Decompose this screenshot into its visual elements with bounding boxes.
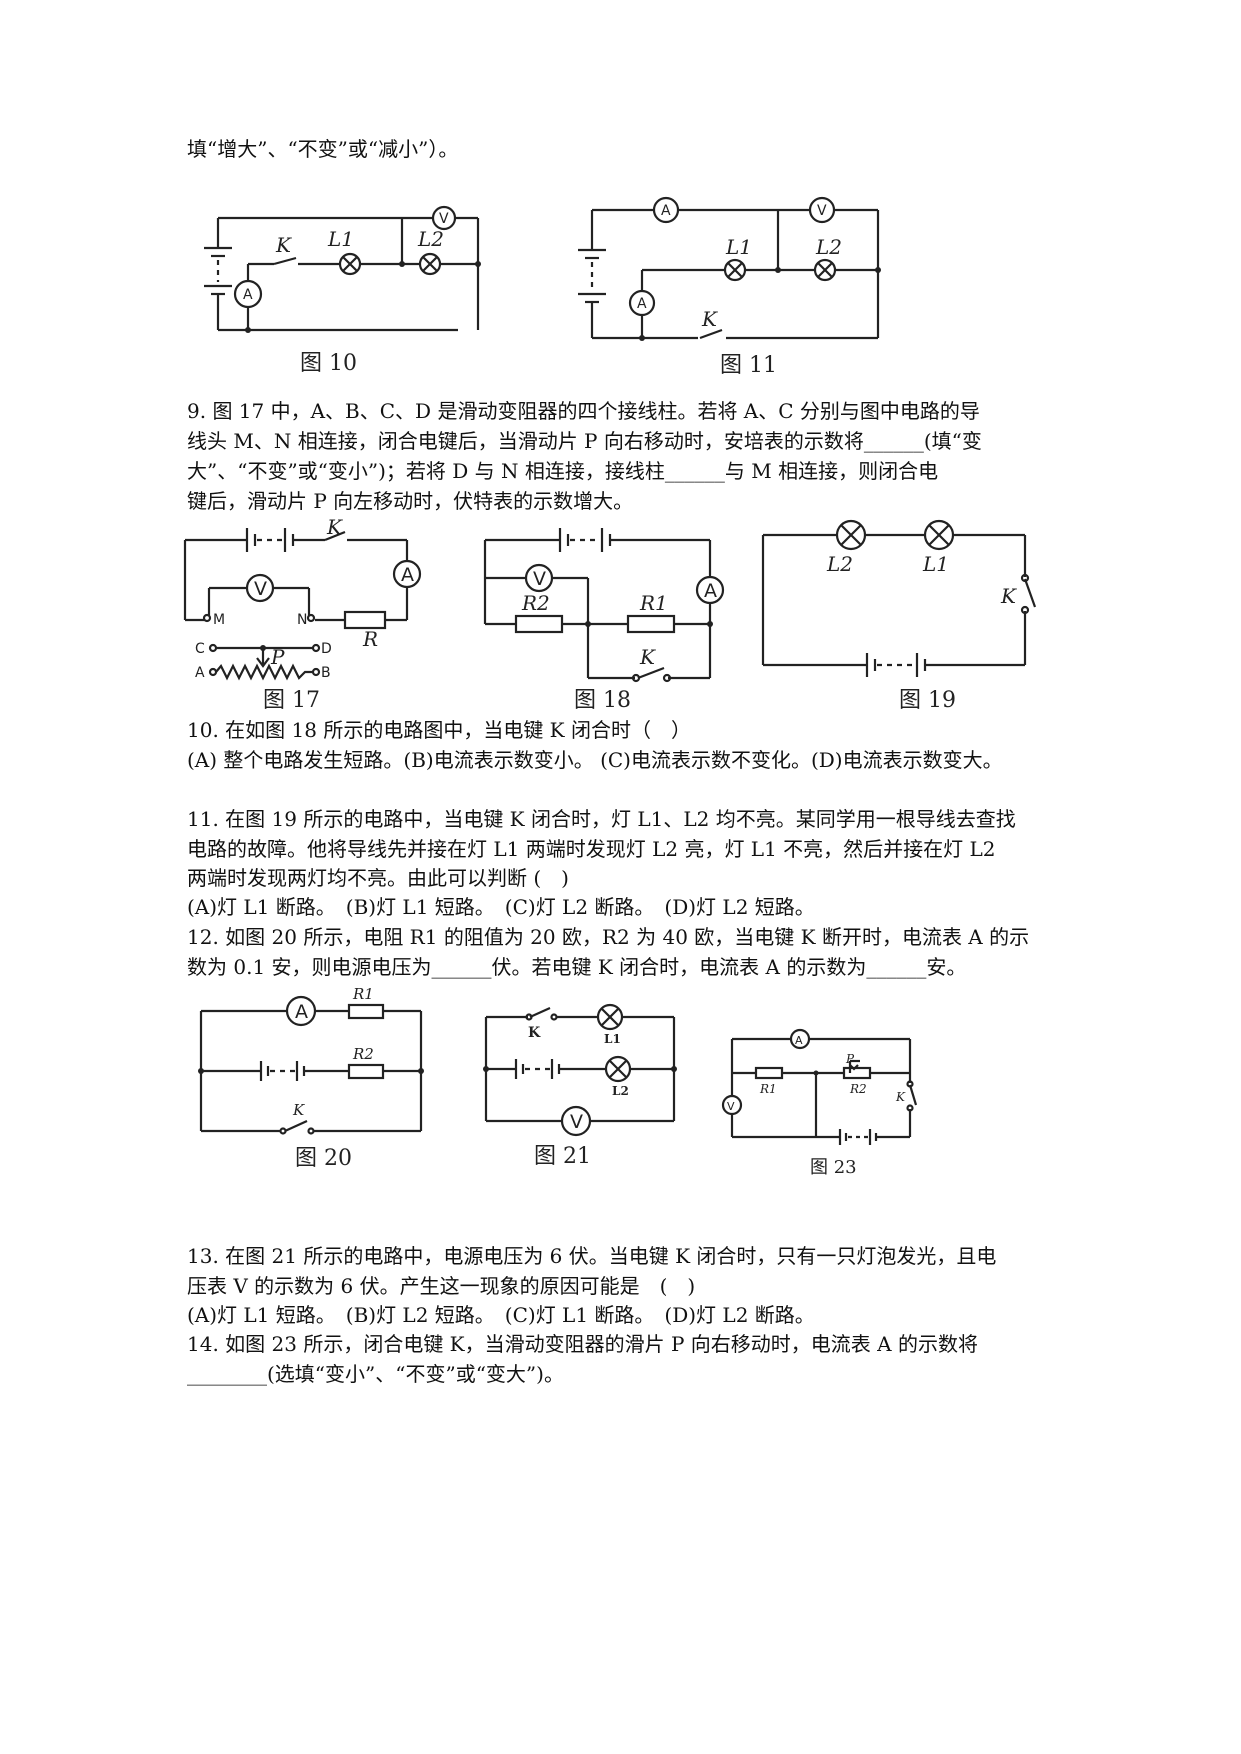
question-14-line-2: ________(选填“变小”、“不变”或“变大”)。 [187,1362,564,1386]
figure-caption: 图 20 [295,1146,352,1171]
terminal-n-label: N [297,612,307,628]
question-11-line-2: 电路的故障。他将导线先并接在灯 L1 两端时发现灯 L2 亮，灯 L1 不亮，然… [187,837,996,861]
question-11-options: (A)灯 L1 断路。 (B)灯 L1 短路。 (C)灯 L2 断路。 (D)灯… [187,895,815,919]
figure-caption: 图 10 [300,351,357,376]
voltmeter-label: V [727,1100,735,1113]
resistor-2-label: R2 [849,1082,867,1096]
question-11-line-1: 11. 在图 19 所示的电路中，当电键 K 闭合时，灯 L1、L2 均不亮。某… [187,807,1016,831]
switch-label: K [326,515,343,539]
figure-caption: 图 23 [810,1157,857,1178]
lamp-1-label: L1 [327,227,354,251]
switch-label: K [292,1101,305,1119]
ammeter-label: A [243,287,253,303]
lamp-1-label: L1 [604,1032,621,1046]
question-11-line-3: 两端时发现两灯均不亮。由此可以判断 ( ) [187,866,569,890]
question-9-line-4: 键后，滑动片 P 向左移动时，伏特表的示数增大。 [187,489,634,513]
question-10-line-1: 10. 在如图 18 所示的电路图中，当电键 K 闭合时（ ） [187,718,691,742]
resistor-2-label: R2 [521,591,550,615]
question-9-line-1: 9. 图 17 中，A、B、C、D 是滑动变阻器的四个接线柱。若将 A、C 分别… [187,399,980,423]
question-14-line-1: 14. 如图 23 所示，闭合电键 K，当滑动变阻器的滑片 P 向右移动时，电流… [187,1332,978,1356]
voltmeter-label: V [570,1111,583,1133]
lamp-2-label: L2 [815,235,842,259]
question-9-line-2: 线头 M、N 相连接，闭合电键后，当滑动片 P 向右移动时，安培表的示数将___… [187,429,982,453]
switch-label: K [701,307,718,331]
ammeter-label: A [661,203,671,219]
question-12-line-1: 12. 如图 20 所示，电阻 R1 的阻值为 20 欧，R2 为 40 欧，当… [187,925,1030,949]
resistor-1-label: R1 [759,1082,777,1096]
ammeter-label-2: A [637,296,647,312]
question-13-line-1: 13. 在图 21 所示的电路中，电源电压为 6 伏。当电键 K 闭合时，只有一… [187,1244,997,1268]
question-10-options: (A) 整个电路发生短路。(B)电流表示数变小。 (C)电流表示数不变化。(D)… [187,748,1003,772]
switch-label: K [275,233,292,257]
question-13-line-2: 压表 V 的示数为 6 伏。产生这一现象的原因可能是 ( ) [187,1274,696,1298]
figure-caption: 图 21 [534,1144,591,1169]
figure-caption: 图 11 [720,353,777,378]
lamp-1-label: L1 [922,552,949,576]
switch-label: K [639,645,656,669]
voltmeter-label: V [533,568,546,590]
voltmeter-label: V [254,578,267,600]
lamp-2-label: L2 [826,552,853,576]
resistor-1-label: R1 [639,591,668,615]
slider-label: P [270,645,285,669]
terminal-b-label: B [321,665,331,681]
figure-caption: 图 18 [574,688,631,713]
figure-10: A V K L1 L2 图 10 [204,205,481,376]
question-13-options: (A)灯 L1 短路。 (B)灯 L2 短路。 (C)灯 L1 断路。 (D)灯… [187,1303,815,1327]
terminal-d-label: D [321,641,332,657]
question-9-line-3: 大”、“不变”或“变小”)；若将 D 与 N 相连接，接线柱______与 M … [187,459,939,483]
switch-label: K [528,1025,541,1041]
switch-label: K [1000,584,1017,608]
ammeter-label: A [704,580,717,602]
question-12-line-2: 数为 0.1 安，则电源电压为______伏。若电键 K 闭合时，电流表 A 的… [187,955,967,979]
voltmeter-label: V [817,203,827,219]
switch-label: K [895,1090,906,1104]
voltmeter-label: V [439,211,449,227]
figure-19: L2 L1 K 图 19 [761,519,1037,713]
figure-20: A R1 R2 K 图 20 [198,985,424,1171]
slider-label: P [845,1052,855,1066]
ammeter-label: A [295,1001,308,1023]
terminal-m-label: M [213,612,225,628]
text-line: 填“增大”、“不变”或“减小”）。 [187,137,459,161]
resistor-1-label: R1 [352,985,374,1003]
figure-11: A V A K L1 L2 图 11 [578,196,881,378]
lamp-2-label: L2 [417,227,444,251]
terminal-c-label: C [195,641,205,657]
figure-caption: 图 17 [263,688,320,713]
resistor-label: R [362,627,378,651]
figure-caption: 图 19 [899,688,956,713]
figure-18: V A R2 R1 K 图 18 [483,528,725,713]
resistor-2-label: R2 [352,1045,374,1063]
lamp-1-label: L1 [725,235,752,259]
terminal-a-label: A [195,665,205,681]
lamp-2-label: L2 [612,1084,629,1098]
ammeter-label: A [795,1034,803,1047]
ammeter-label: A [401,564,414,586]
figure-21: V K L1 L2 图 21 [483,1003,677,1169]
figure-17: A V M N R K C D A B P 图 17 [183,515,422,713]
figure-23: A V R1 R2 P K 图 23 [721,1028,918,1178]
